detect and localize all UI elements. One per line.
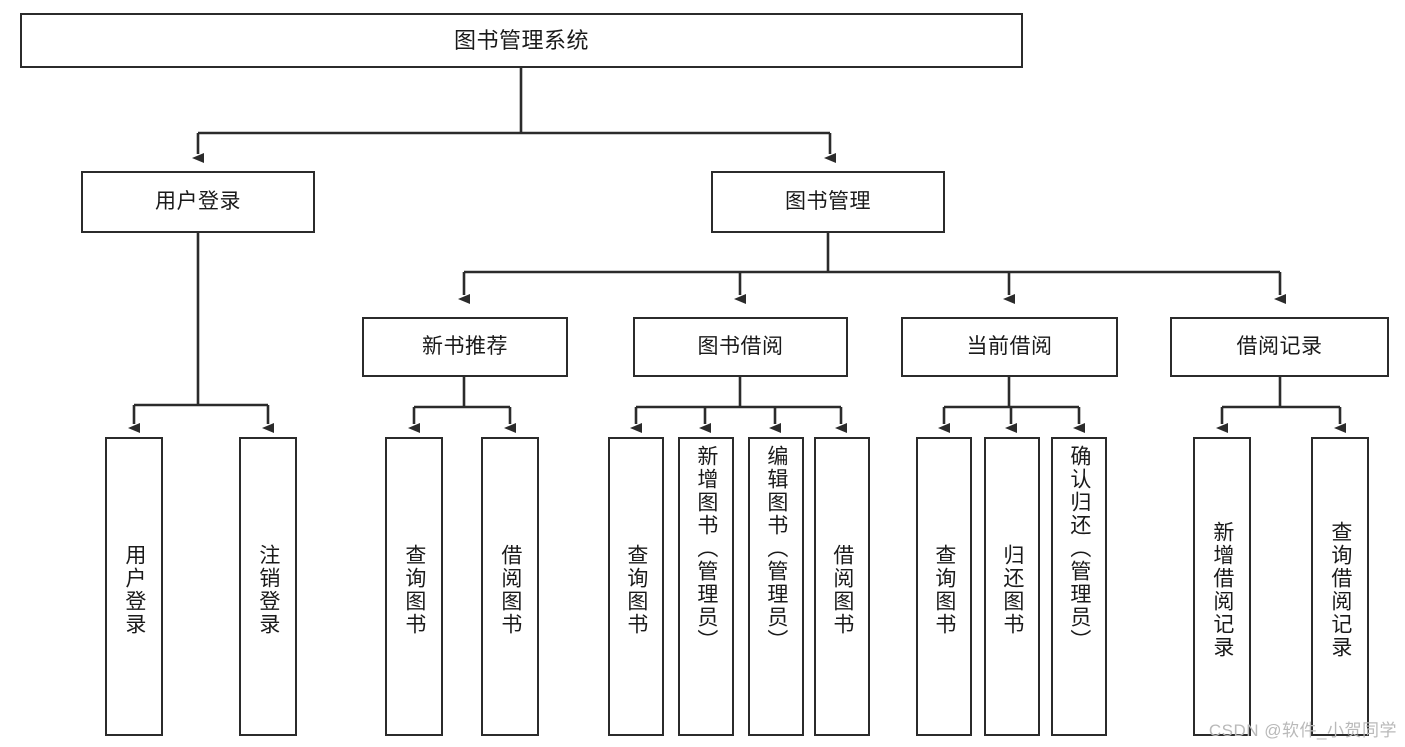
leaf-record-add-record-label: 新增借阅记录	[1210, 520, 1234, 659]
leaf-user-login-logout-label: 注销登录	[256, 543, 280, 636]
leaf-user-login-login-label: 用户登录	[122, 543, 146, 636]
node-user-login-label: 用户登录	[155, 189, 241, 213]
leaf-borrow-edit-book[interactable]: 编辑图书（管理员）	[748, 437, 804, 736]
node-book-borrow[interactable]: 图书借阅	[633, 317, 848, 377]
node-book-management[interactable]: 图书管理	[711, 171, 945, 233]
node-user-login[interactable]: 用户登录	[81, 171, 315, 233]
node-root-label: 图书管理系统	[453, 27, 589, 53]
watermark: CSDN @软件_小贺同学	[1208, 721, 1397, 740]
leaf-borrow-add-book[interactable]: 新增图书（管理员）	[678, 437, 734, 736]
leaf-record-query-record[interactable]: 查询借阅记录	[1311, 437, 1369, 736]
leaf-record-query-record-label: 查询借阅记录	[1328, 520, 1352, 659]
node-borrow-record-label: 借阅记录	[1236, 334, 1323, 358]
leaf-record-add-record[interactable]: 新增借阅记录	[1193, 437, 1251, 736]
node-new-book-recommend-label: 新书推荐	[422, 334, 508, 358]
leaf-recommend-borrow-book-label: 借阅图书	[498, 543, 522, 636]
node-borrow-record[interactable]: 借阅记录	[1170, 317, 1389, 377]
node-new-book-recommend[interactable]: 新书推荐	[362, 317, 568, 377]
leaf-recommend-query-book[interactable]: 查询图书	[385, 437, 443, 736]
node-current-borrow-label: 当前借阅	[966, 334, 1053, 358]
leaf-user-login-login[interactable]: 用户登录	[105, 437, 163, 736]
node-book-borrow-label: 图书借阅	[697, 334, 784, 358]
leaf-current-query-book[interactable]: 查询图书	[916, 437, 972, 736]
leaf-current-confirm-return-label: 确认归还（管理员）	[1067, 445, 1091, 652]
leaf-borrow-edit-book-label: 编辑图书（管理员）	[764, 445, 788, 652]
leaf-user-login-logout[interactable]: 注销登录	[239, 437, 297, 736]
leaf-borrow-borrow-book-label: 借阅图书	[830, 543, 854, 636]
leaf-recommend-borrow-book[interactable]: 借阅图书	[481, 437, 539, 736]
leaf-borrow-add-book-label: 新增图书（管理员）	[694, 445, 718, 652]
leaf-recommend-query-book-label: 查询图书	[402, 543, 426, 636]
leaf-current-query-book-label: 查询图书	[932, 543, 956, 636]
leaf-borrow-query-book-label: 查询图书	[624, 543, 648, 636]
node-book-management-label: 图书管理	[785, 189, 871, 213]
leaf-borrow-borrow-book[interactable]: 借阅图书	[814, 437, 870, 736]
leaf-borrow-query-book[interactable]: 查询图书	[608, 437, 664, 736]
node-root[interactable]: 图书管理系统	[20, 13, 1023, 68]
leaf-current-confirm-return[interactable]: 确认归还（管理员）	[1051, 437, 1107, 736]
leaf-current-return-book[interactable]: 归还图书	[984, 437, 1040, 736]
leaf-current-return-book-label: 归还图书	[1000, 543, 1024, 636]
node-current-borrow[interactable]: 当前借阅	[901, 317, 1118, 377]
